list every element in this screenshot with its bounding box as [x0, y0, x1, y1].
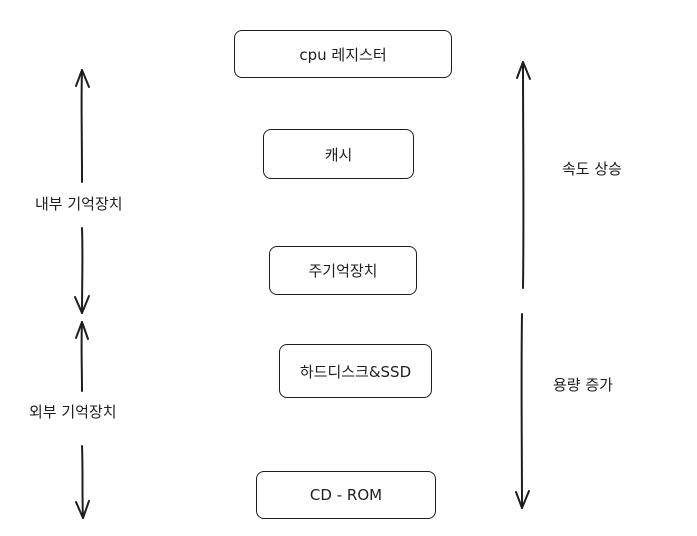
- main-memory-box: 주기억장치: [269, 246, 417, 295]
- cache-label: 캐시: [324, 145, 353, 164]
- external-up-arrow: [75, 321, 89, 392]
- internal-down-arrow: [74, 227, 90, 314]
- capacity-down-arrow: [515, 313, 530, 509]
- main-memory-label: 주기억장치: [308, 262, 378, 280]
- speed-increase-label: 속도 상승: [562, 160, 622, 178]
- cpu-register-label: cpu 레지스터: [299, 45, 387, 64]
- cpu-register-box: cpu 레지스터: [234, 30, 452, 78]
- internal-up-arrow: [75, 69, 90, 183]
- capacity-increase-label: 용량 증가: [553, 376, 613, 394]
- internal-storage-label: 내부 기억장치: [35, 195, 123, 213]
- external-storage-label: 외부 기억장치: [29, 403, 117, 421]
- hdd-ssd-box: 하드디스크&SSD: [279, 344, 432, 398]
- cd-rom-label: CD - ROM: [309, 486, 383, 504]
- cd-rom-box: CD - ROM: [256, 471, 436, 519]
- external-down-arrow: [75, 445, 90, 519]
- speed-up-arrow: [516, 61, 531, 289]
- hdd-ssd-label: 하드디스크&SSD: [299, 362, 412, 381]
- cache-box: 캐시: [263, 129, 414, 179]
